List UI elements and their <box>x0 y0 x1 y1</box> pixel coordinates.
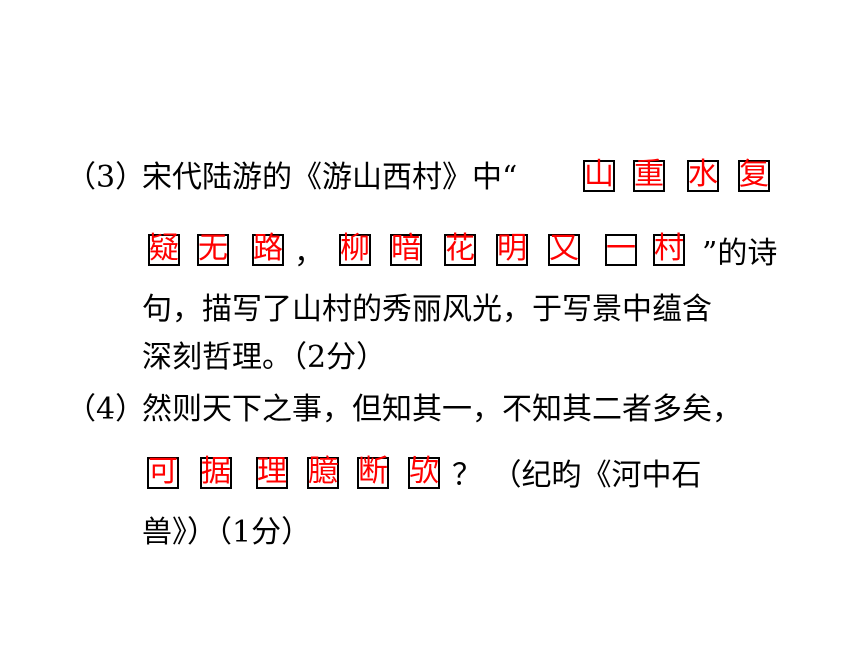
answer-box <box>147 457 179 489</box>
answer-char: 山 <box>584 157 614 192</box>
answer-box <box>687 160 719 192</box>
q3-after-answer: ”的诗 <box>702 236 778 271</box>
q3-comma: ， <box>294 236 324 271</box>
answer-box <box>256 457 288 489</box>
answer-char: 路 <box>253 231 283 266</box>
answer-box <box>148 234 180 266</box>
answer-box <box>197 234 229 266</box>
answer-char: 暗 <box>391 231 421 266</box>
answer-box <box>738 160 770 192</box>
q4-label: （4） <box>66 392 146 427</box>
answer-box <box>408 457 440 489</box>
answer-char: 花 <box>445 231 475 266</box>
answer-char: 一 <box>606 231 636 266</box>
answer-box <box>357 457 389 489</box>
answer-box <box>307 457 339 489</box>
answer-box <box>496 234 528 266</box>
answer-char: 又 <box>549 231 579 266</box>
q4-after-answer: ？ （纪昀《河中石 <box>452 458 702 493</box>
answer-box <box>583 160 615 192</box>
answer-box <box>633 160 665 192</box>
answer-box <box>339 234 371 266</box>
q3-label: （3） <box>66 160 146 195</box>
answer-char: 断 <box>358 454 388 489</box>
answer-box <box>200 457 232 489</box>
q3-text-line4: 深刻哲理。（2分） <box>142 340 387 375</box>
answer-char: 可 <box>148 454 178 489</box>
answer-box <box>444 234 476 266</box>
answer-char: 欤 <box>409 454 439 489</box>
answer-char: 水 <box>688 157 718 192</box>
answer-char: 复 <box>739 157 769 192</box>
answer-box <box>605 234 637 266</box>
answer-char: 无 <box>198 231 228 266</box>
answer-char: 柳 <box>340 231 370 266</box>
answer-char: 明 <box>497 231 527 266</box>
answer-box <box>390 234 422 266</box>
q4-text-line3: 兽》）（1分） <box>142 515 312 550</box>
answer-box <box>653 234 685 266</box>
answer-char: 村 <box>654 231 684 266</box>
answer-char: 理 <box>257 454 287 489</box>
answer-box <box>548 234 580 266</box>
q4-text-line1: 然则天下之事，但知其一，不知其二者多矣， <box>142 392 742 427</box>
q3-text-line3: 句，描写了山村的秀丽风光，于写景中蕴含 <box>142 292 712 327</box>
answer-char: 重 <box>634 157 664 192</box>
q3-text-line1: 宋代陆游的《游山西村》中“ <box>142 160 518 195</box>
answer-char: 据 <box>201 454 231 489</box>
answer-box <box>252 234 284 266</box>
answer-char: 臆 <box>308 454 338 489</box>
answer-char: 疑 <box>149 231 179 266</box>
